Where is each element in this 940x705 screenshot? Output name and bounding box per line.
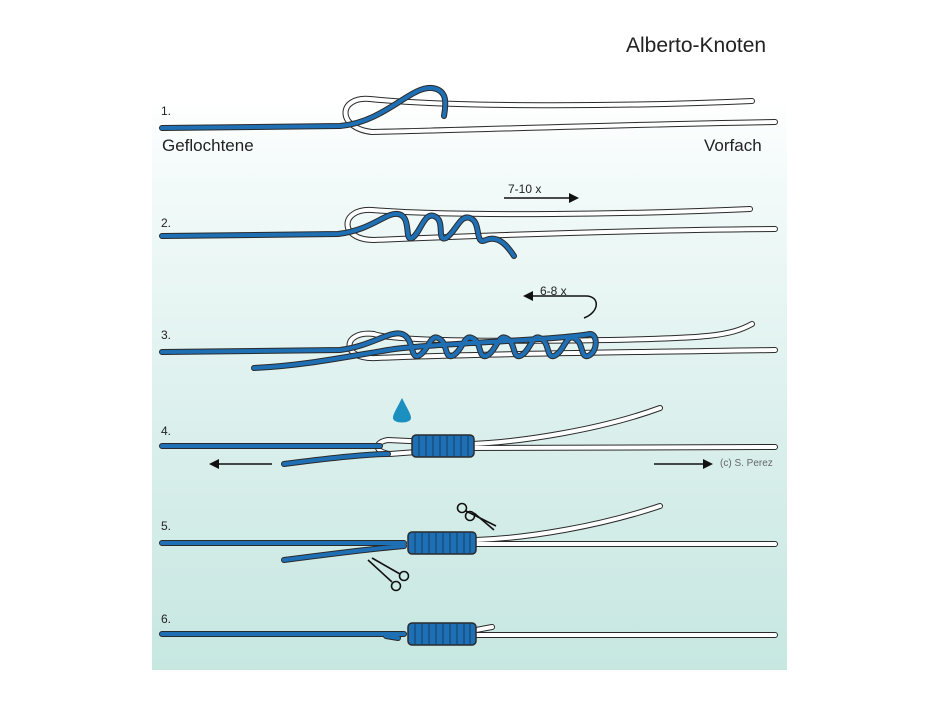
wraps [407,531,477,555]
braid-line [159,84,449,131]
step-1-illustration [159,84,778,136]
diagram-background [152,100,787,670]
wrap-count-step-2: 7-10 x [508,182,542,196]
water-drop-icon [393,398,411,423]
step-6-illustration [159,622,778,646]
step-3-illustration [159,291,778,371]
step-number-3: 3. [161,328,172,342]
arrow-left-icon [523,291,597,319]
copyright-notice: (c) S. Perez [720,458,773,469]
leader-label: Vorfach [704,136,762,155]
step-4-illustration [159,398,778,469]
braid-line [159,330,599,371]
step-number-4: 4. [161,424,172,438]
wraps [407,622,477,646]
braid-line [159,631,407,641]
wraps [411,434,475,458]
braid-line [159,443,391,467]
leader-line [473,624,778,638]
braid-line [159,540,407,563]
leader-line [342,95,778,136]
leader-line [473,503,778,547]
step-number-6: 6. [161,612,172,626]
wrap-count-step-3: 6-8 x [540,284,567,298]
braid-line [159,210,517,259]
leader-line [344,206,778,244]
scissors-icon [456,502,497,531]
step-number-5: 5. [161,519,172,533]
step-number-1: 1. [161,104,172,118]
step-number-2: 2. [161,216,172,230]
scissors-icon [367,557,410,592]
diagram-title: Alberto-Knoten [626,34,767,57]
step-5-illustration [159,502,778,592]
step-2-illustration [159,193,778,259]
braid-label: Geflochtene [162,136,254,155]
